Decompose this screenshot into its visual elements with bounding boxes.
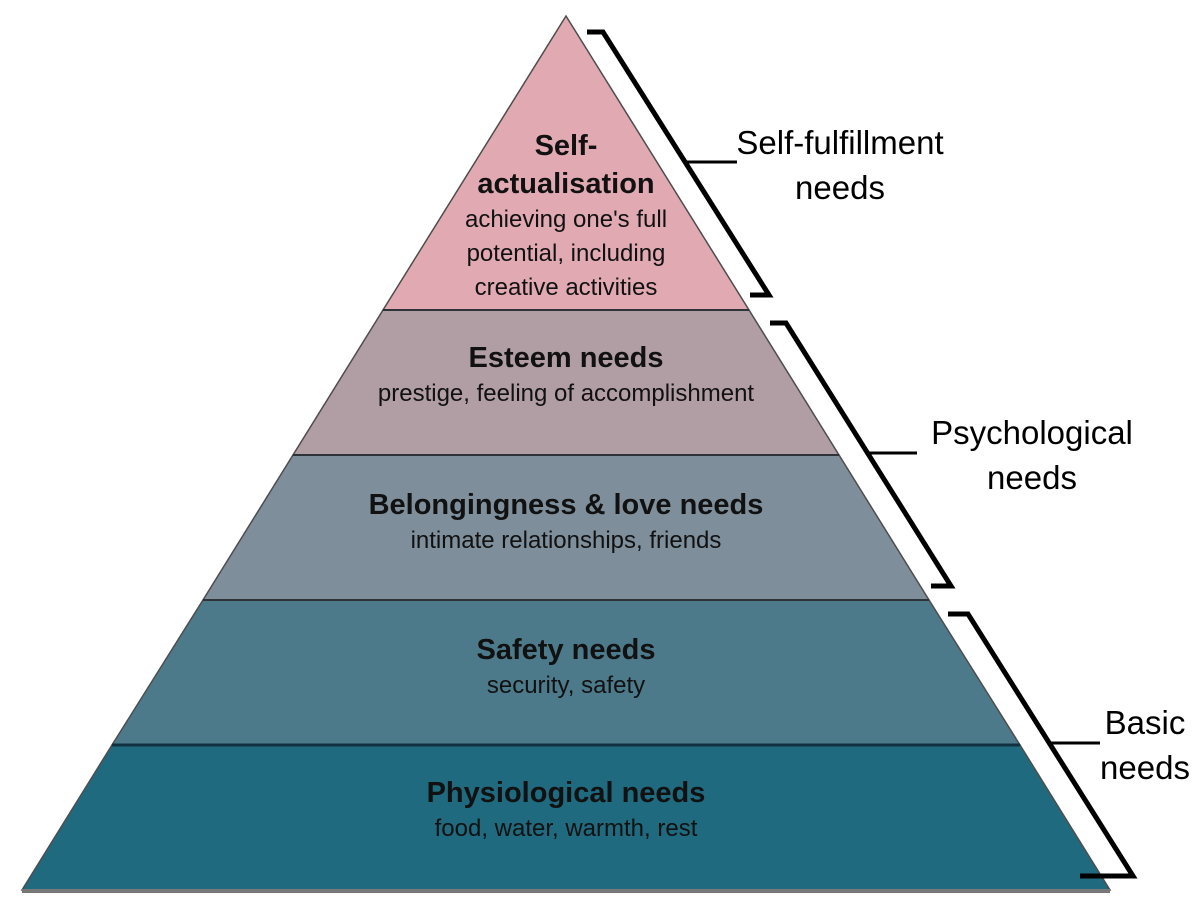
group-label-psychological: Psychological needs	[931, 410, 1133, 500]
group-label-line: needs	[795, 169, 885, 206]
level-description-line: food, water, warmth, rest	[434, 815, 698, 842]
level-description-line: achieving one's full	[464, 206, 668, 233]
level-safety: Safety needs security, safety	[477, 631, 656, 703]
level-title-line: Esteem needs	[468, 342, 664, 374]
level-title-line: Self-	[534, 130, 598, 162]
group-label-line: Psychological	[931, 414, 1133, 451]
level-title-line: Belongingness & love needs	[368, 489, 764, 521]
level-title-line: Physiological needs	[426, 777, 706, 809]
group-label-line: needs	[987, 459, 1077, 496]
level-belongingness: Belongingness & love needs intimate rela…	[369, 486, 764, 558]
level-physiological: Physiological needs food, water, warmth,…	[427, 774, 706, 846]
level-esteem: Esteem needs prestige, feeling of accomp…	[378, 339, 754, 411]
group-label-basic: Basic needs	[1100, 700, 1190, 790]
level-description-line: prestige, feeling of accomplishment	[377, 380, 755, 407]
group-label-self-fulfillment: Self-fulfillment needs	[736, 120, 943, 210]
level-self-actualisation: Self- actualisation achieving one's full…	[465, 127, 667, 305]
level-description-line: security, safety	[486, 672, 646, 699]
group-label-line: Self-fulfillment	[736, 124, 944, 161]
level-title-line: actualisation	[477, 168, 655, 200]
group-label-line: Basic	[1104, 704, 1186, 741]
level-description-line: creative activities	[474, 274, 658, 301]
bracket-basic	[948, 611, 1138, 879]
group-label-line: needs	[1100, 749, 1190, 786]
level-title-line: Safety needs	[476, 634, 656, 666]
level-description-line: potential, including	[466, 240, 666, 267]
level-description-line: intimate relationships, friends	[410, 527, 722, 554]
